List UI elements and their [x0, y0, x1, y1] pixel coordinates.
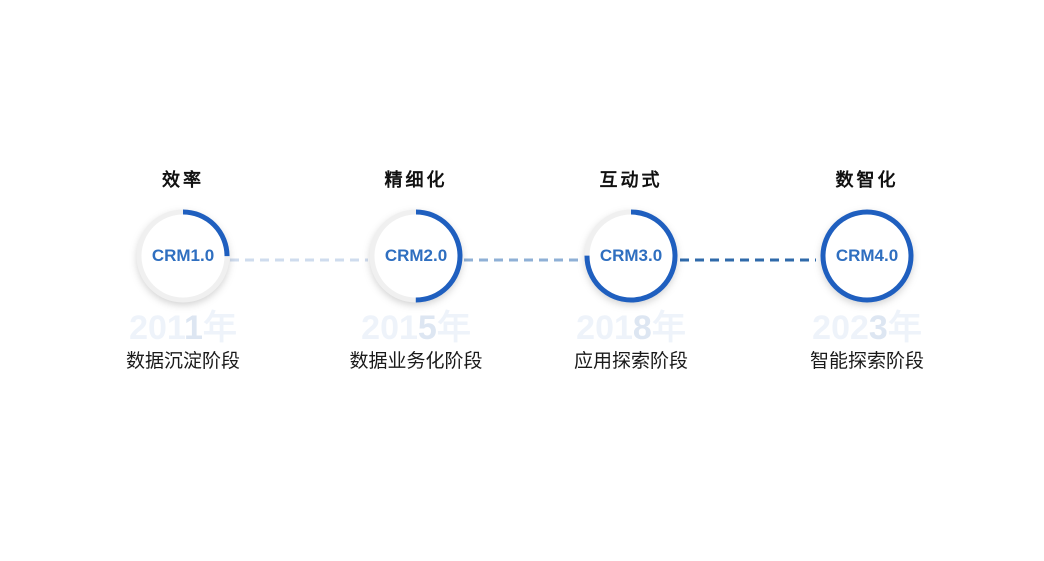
year-prefix: 201	[361, 309, 418, 347]
year-suffix: 年	[436, 309, 471, 347]
year-watermark: 2015年	[326, 300, 506, 349]
progress-arc	[584, 209, 678, 303]
stage-name: 数据沉淀阶段	[125, 350, 240, 372]
year-suffix: 年	[202, 309, 237, 347]
stage-ring: CRM4.0	[819, 208, 915, 304]
year-suffix: 年	[651, 309, 686, 347]
year-prefix: 201	[576, 309, 633, 347]
year-prefix: 201	[129, 309, 185, 347]
stage-heading: 互动式	[599, 170, 663, 191]
crm-version-label: CRM2.0	[384, 246, 448, 265]
year-digit: 3	[868, 309, 888, 347]
stage-name: 数据业务化阶段	[349, 350, 483, 372]
year-digit: 1	[184, 309, 203, 347]
stage-ring: CRM2.0	[368, 208, 464, 304]
progress-arc	[820, 209, 914, 303]
stage-ring: CRM1.0	[135, 208, 231, 304]
progress-arc	[136, 209, 230, 303]
stage-4: 数智化 CRM4.0 2023年 智能探索阶段	[777, 160, 957, 390]
stage-name: 智能探索阶段	[809, 350, 924, 372]
progress-ring	[136, 209, 230, 303]
year-prefix: 202	[812, 309, 869, 347]
year-watermark: 2011年	[93, 300, 273, 349]
stage-heading: 精细化	[384, 170, 448, 191]
stage-2: 精细化 CRM2.0 2015年 数据业务化阶段	[326, 160, 506, 390]
progress-ring	[369, 209, 463, 303]
stage-heading: 数智化	[835, 170, 899, 191]
stage-ring: CRM3.0	[583, 208, 679, 304]
progress-arc	[369, 209, 463, 303]
stage-heading: 效率	[162, 170, 204, 191]
crm-version-label: CRM3.0	[599, 246, 663, 265]
year-digit: 8	[632, 309, 652, 347]
progress-ring	[584, 209, 678, 303]
progress-ring	[820, 209, 914, 303]
stage-3: 互动式 CRM3.0 2018年 应用探索阶段	[541, 160, 721, 390]
crm-version-label: CRM4.0	[835, 246, 899, 265]
year-watermark: 2023年	[777, 300, 957, 349]
year-watermark: 2018年	[541, 300, 721, 349]
crm-version-label: CRM1.0	[151, 246, 215, 265]
year-digit: 5	[417, 309, 437, 347]
stage-name: 应用探索阶段	[573, 350, 688, 372]
year-suffix: 年	[887, 309, 922, 347]
stage-1: 效率 CRM1.0 2011年 数据沉淀阶段	[93, 160, 273, 390]
